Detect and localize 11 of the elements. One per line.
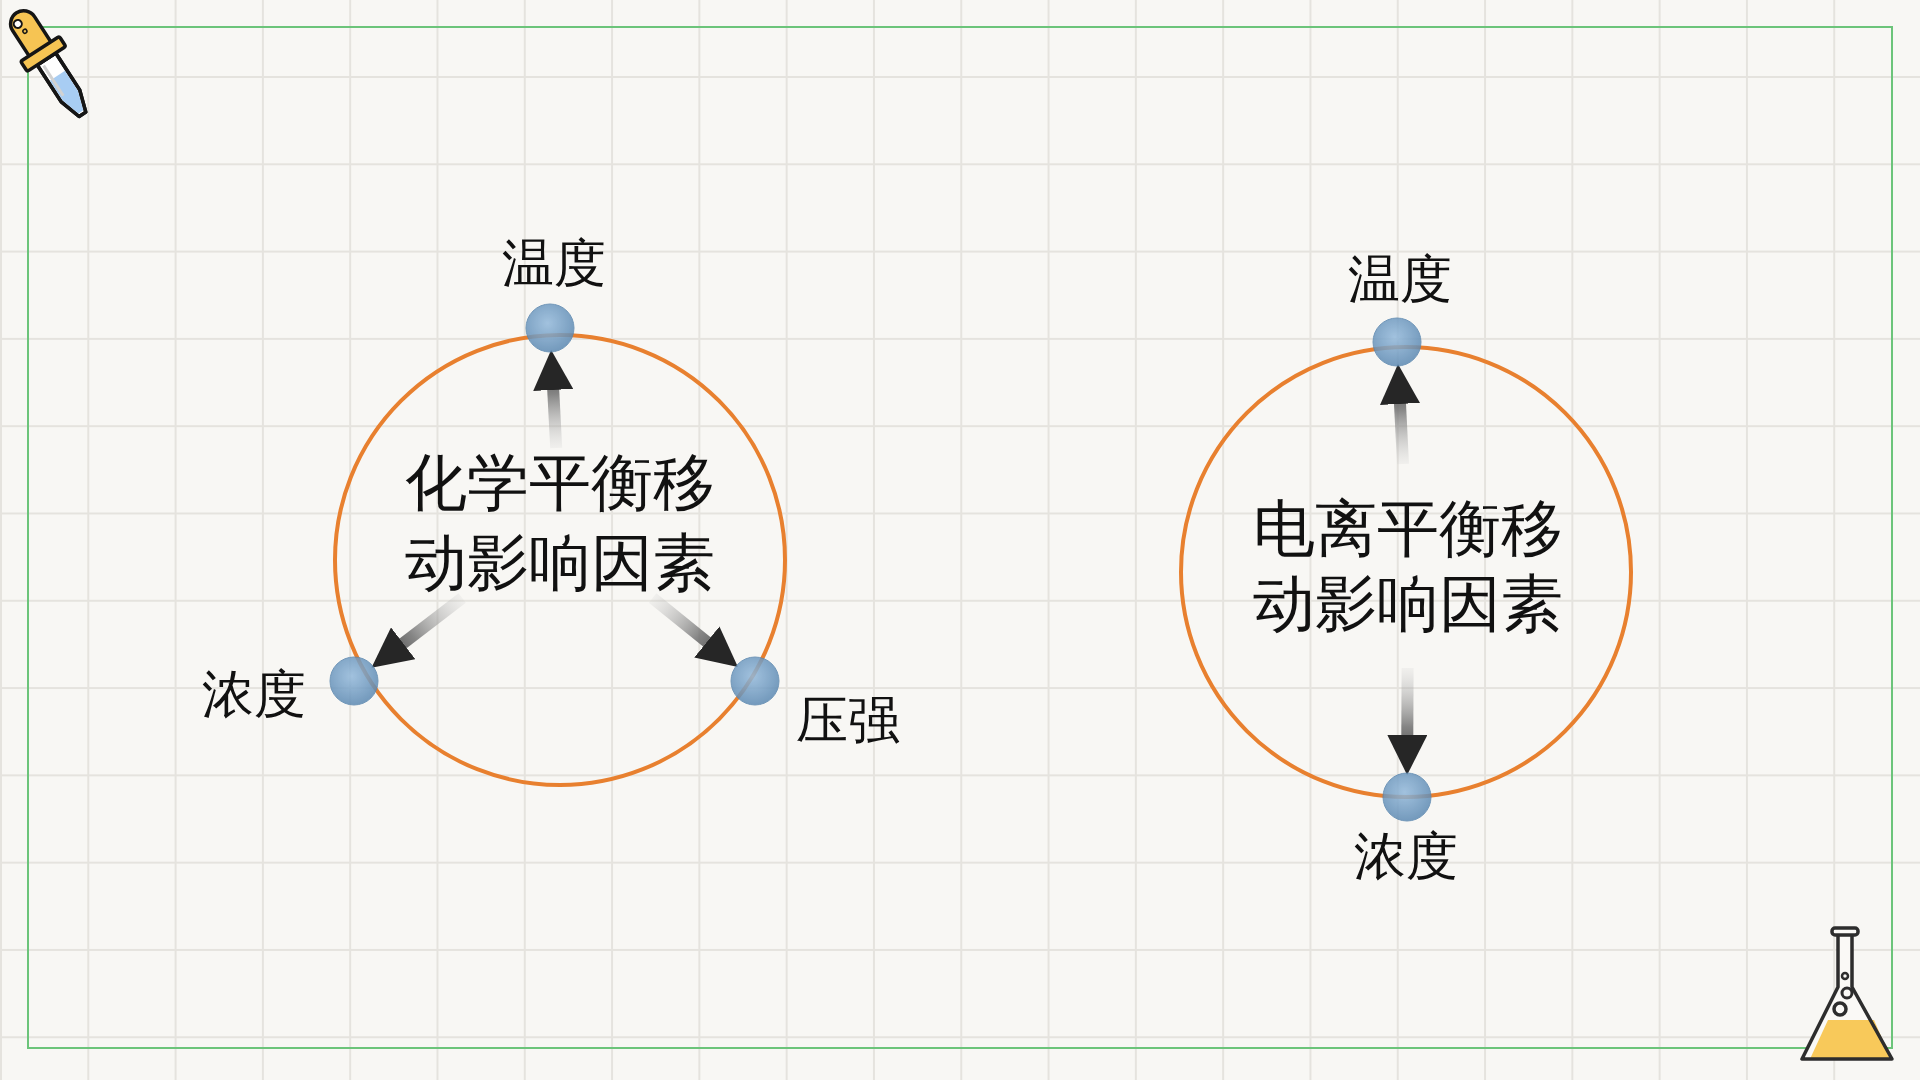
factor-label: 浓度 bbox=[202, 665, 306, 723]
arrow bbox=[1387, 667, 1428, 775]
factor-label: 压强 bbox=[796, 691, 900, 749]
arrow bbox=[533, 349, 574, 449]
arrow bbox=[648, 593, 738, 668]
factor-label: 浓度 bbox=[1354, 827, 1458, 885]
arrow bbox=[371, 593, 466, 668]
factor-label: 温度 bbox=[1348, 250, 1452, 308]
factor-label: 温度 bbox=[502, 234, 606, 292]
topic-label: 电离平衡移动影响因素 bbox=[1252, 491, 1564, 641]
topic-label: 化学平衡移动影响因素 bbox=[404, 445, 716, 601]
